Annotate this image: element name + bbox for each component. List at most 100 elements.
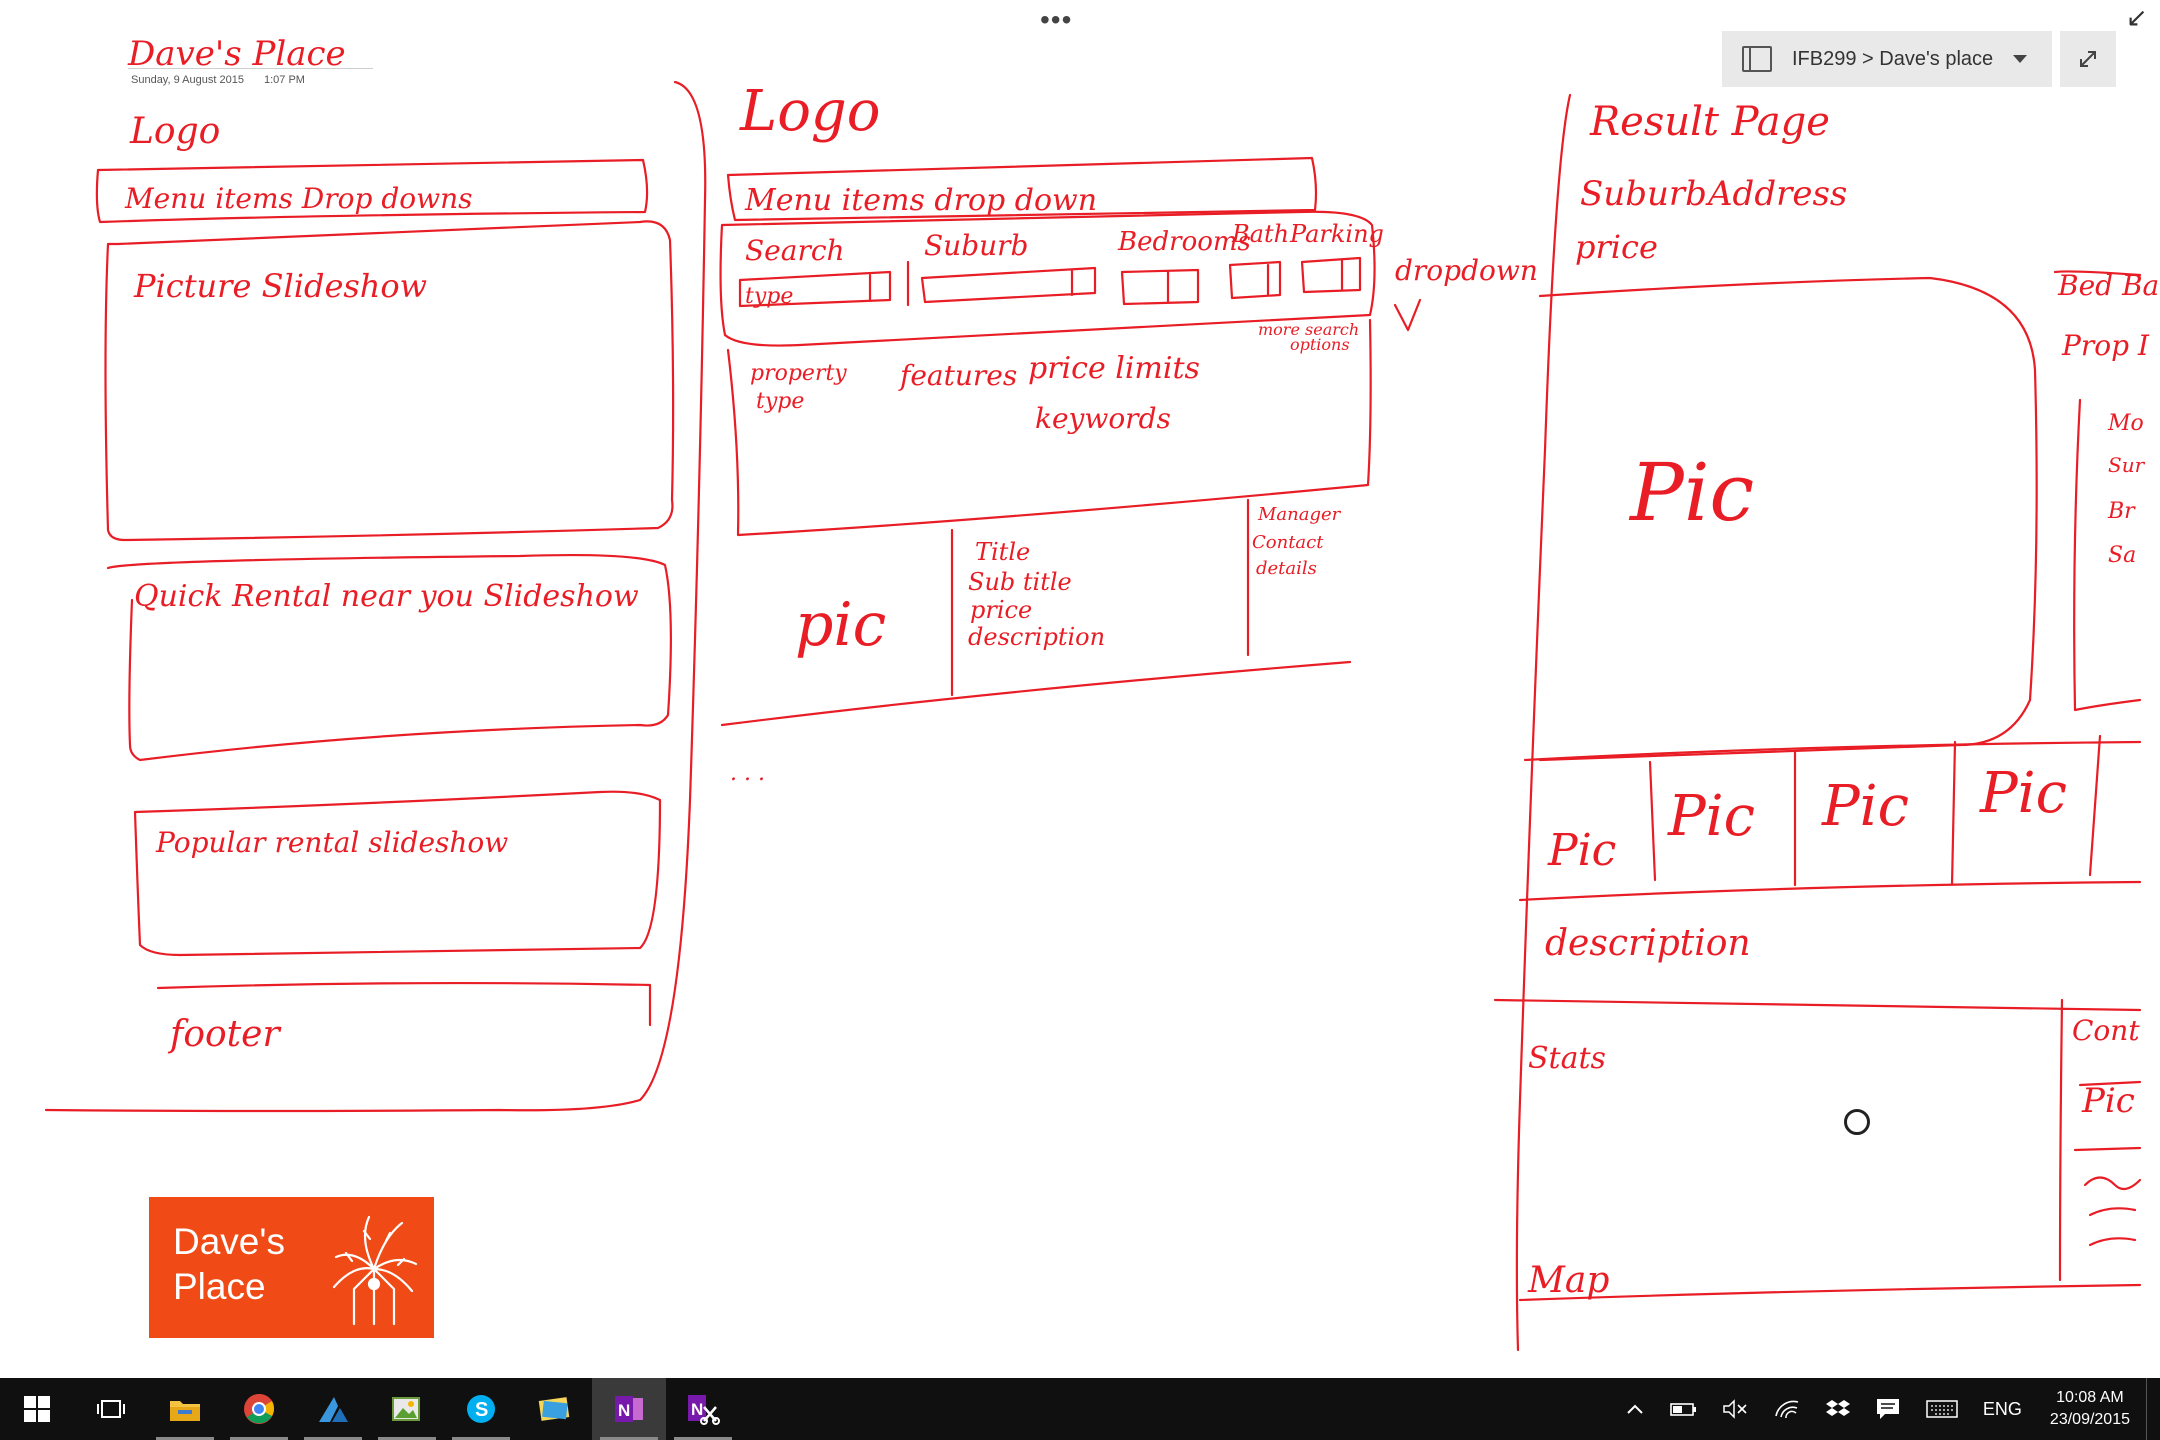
sketch-search-options: options [1290, 335, 1350, 354]
brand-line-2: Place [173, 1266, 266, 1307]
sketch-result-side-box [2053, 270, 2142, 712]
sketch-result: Result Page Suburb Address price Pic Bed… [1493, 93, 2159, 1352]
sketch-result-thumb-2: Pic [1667, 784, 1755, 849]
chevron-down-icon [2013, 55, 2028, 63]
photos-icon [538, 1397, 570, 1421]
taskbar-paint[interactable] [370, 1378, 444, 1440]
brand-logo: Dave's Place [149, 1197, 434, 1338]
sketch-home-slideshow: Picture Slideshow [133, 267, 427, 305]
sketch-search-property: property [750, 361, 847, 386]
taskbar-file-explorer[interactable] [148, 1378, 222, 1440]
show-desktop-button[interactable] [2146, 1378, 2160, 1440]
battery-icon [1670, 1403, 1696, 1416]
sketch-search-type-dropdown [738, 270, 892, 308]
sketch-search-suburb-dropdown [906, 260, 1097, 307]
title-underline [128, 68, 373, 69]
sketch-result-thumb-1: Pic [1547, 825, 1616, 876]
clock-time: 10:08 AM [2056, 1389, 2124, 1406]
sketch-search-title: Title [975, 538, 1030, 566]
sketch-home-logo: Logo [129, 111, 220, 152]
sketch-result-frame [1515, 93, 1572, 1352]
sketch-search-subtitle: Sub title [968, 568, 1072, 596]
keyboard-icon [1926, 1400, 1958, 1418]
page-date: Sunday, 9 August 2015 [131, 74, 244, 86]
taskbar-onenote-clipper[interactable]: N [666, 1378, 740, 1440]
paint-icon [392, 1397, 420, 1421]
start-button[interactable] [0, 1378, 74, 1440]
sketch-search-type: type [745, 284, 793, 309]
sketch-result-thumb-3: Pic [1821, 774, 1909, 839]
onenote-clipper-icon: N [688, 1395, 720, 1425]
input-language[interactable]: ENG [1982, 1398, 2022, 1419]
action-center-button[interactable] [1863, 1397, 1913, 1421]
brand-line-1: Dave's [173, 1221, 285, 1262]
sketch-search-contact: Contact [1252, 532, 1324, 553]
sketch-home-quick-box [106, 553, 672, 762]
sketch-result-thumb-4: Pic [1979, 761, 2067, 826]
expand-icon [2080, 51, 2096, 67]
taskbar-photos[interactable] [518, 1378, 592, 1440]
dropbox-button[interactable] [1813, 1397, 1863, 1421]
show-hidden-icons[interactable] [1613, 1402, 1657, 1416]
sketch-home-menu: Menu items Drop downs [124, 182, 472, 215]
clock[interactable]: 10:08 AM 23/09/2015 [2034, 1387, 2146, 1431]
sketch-search-result-lines [720, 498, 1352, 727]
onenote-canvas[interactable]: Dave's Place Sunday, 9 August 2015 1:07 … [0, 0, 2160, 1378]
taskbar-chrome[interactable] [222, 1378, 296, 1440]
windows-icon [24, 1396, 50, 1422]
volume-button[interactable] [1709, 1399, 1761, 1419]
sketch-search-logo: Logo [739, 79, 880, 144]
sketch-home-popular: Popular rental slideshow [155, 826, 508, 859]
sketch-result-cont: Cont [2072, 1014, 2140, 1047]
sketch-search-menu: Menu items drop down [744, 183, 1097, 218]
wifi-button[interactable] [1761, 1398, 1813, 1420]
clock-date: 23/09/2015 [2049, 1411, 2130, 1428]
sketch-home-footer: footer [167, 1014, 281, 1055]
volume-muted-icon [1723, 1399, 1747, 1419]
battery-button[interactable] [1657, 1401, 1709, 1417]
notebook-breadcrumb[interactable]: IFB299 > Dave's place [1722, 31, 2052, 87]
touch-keyboard-button[interactable] [1913, 1399, 1971, 1419]
sketch-result-prop: Prop I [2061, 329, 2150, 362]
sketch-result-thumb-grid [1518, 734, 2142, 902]
sketch-search-filter-box [726, 318, 1372, 537]
sketch-search-pic: pic [795, 590, 886, 660]
sketch-search-ellipsis: . . . [730, 761, 765, 786]
sketch-search-price: price [970, 596, 1032, 624]
skype-icon: S [467, 1395, 495, 1423]
page-title[interactable]: Dave's Place [128, 34, 346, 74]
task-view-button[interactable] [74, 1378, 148, 1440]
sketch-search-bedrooms: Bedrooms [1117, 227, 1251, 257]
svg-text:S: S [475, 1399, 488, 1421]
system-tray: ENG 10:08 AM 23/09/2015 [1613, 1378, 2160, 1440]
sketch-result-main-pic: Pic [1628, 446, 1754, 539]
brand-logo-text: Dave's Place [173, 1219, 285, 1309]
sketch-search-small-dropdowns [1120, 256, 1362, 306]
expand-button[interactable] [2060, 31, 2116, 87]
sketch-home-slideshow-box [104, 220, 675, 542]
page-time: 1:07 PM [264, 74, 305, 86]
sketch-result-price: price [1575, 228, 1658, 266]
sketch-search-manager: Manager [1257, 504, 1342, 525]
sketch-result-description: description [1545, 923, 1751, 964]
sketch-search-property-type: type [756, 389, 804, 414]
sketch-home-menu-box [95, 158, 649, 224]
taskbar-onenote[interactable]: N [592, 1378, 666, 1440]
sketch-result-side-4: Sa [2108, 543, 2136, 568]
sketch-home: Logo Menu items Drop downs Picture Slide… [44, 80, 707, 1113]
notebook-breadcrumb-label: IFB299 > Dave's place [1792, 47, 1994, 70]
svg-text:N: N [618, 1401, 630, 1420]
chevron-up-icon [1627, 1404, 1643, 1414]
ink-drawing: Logo Menu items Drop downs Picture Slide… [44, 79, 2159, 1352]
collapse-icon[interactable]: ↙ [2126, 2, 2148, 32]
taskbar-skype[interactable]: S [444, 1378, 518, 1440]
sketch-result-side-3: Br [2107, 499, 2136, 524]
message-icon [1876, 1399, 1899, 1419]
sketch-search-search: Search [745, 234, 845, 267]
sketch-result-suburb: Suburb [1580, 174, 1707, 214]
svg-text:N: N [691, 1400, 703, 1419]
sketch-result-address: Address [1705, 174, 1847, 214]
sketch-search-menu-box [726, 156, 1318, 222]
taskbar-azure[interactable] [296, 1378, 370, 1440]
more-options-icon[interactable]: ••• [1040, 4, 1073, 35]
